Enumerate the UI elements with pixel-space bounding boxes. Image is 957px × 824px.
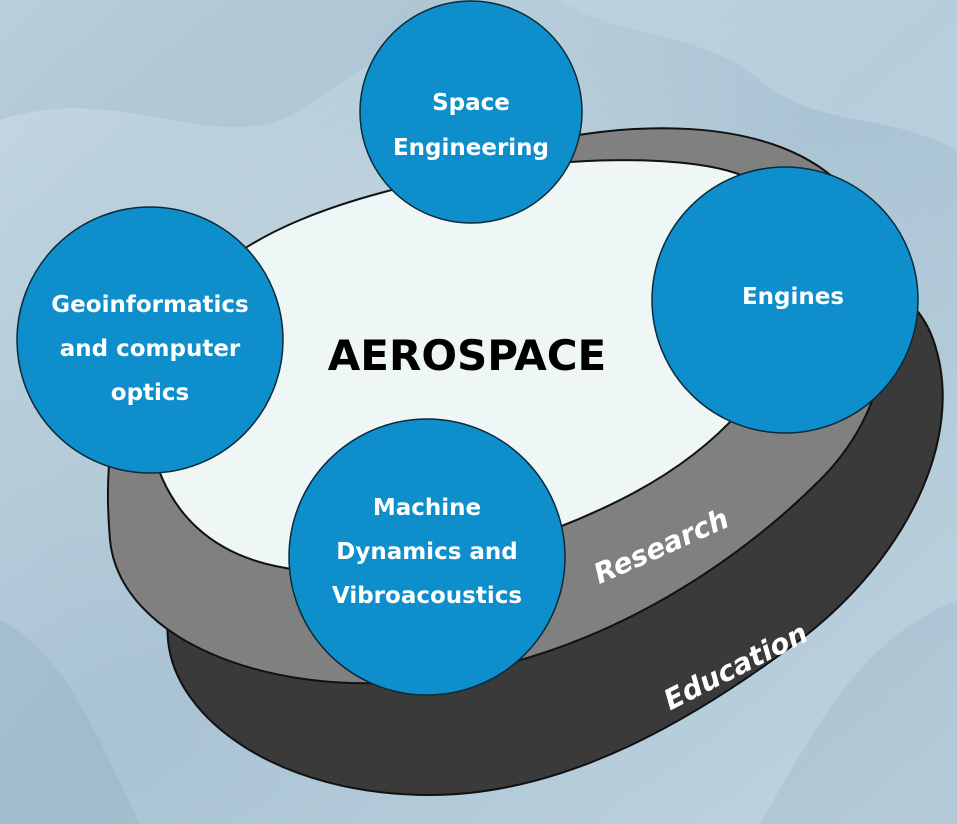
node-geoinformatics: Geoinformatics and computer optics [16, 206, 284, 474]
center-label: AEROSPACE [328, 331, 606, 380]
node-space-engineering-line-1: Space [432, 90, 510, 116]
node-geoinformatics-line-3: optics [111, 380, 189, 406]
node-geoinformatics-line-1: Geoinformatics [51, 292, 248, 318]
node-machine-dynamics-line-3: Vibroacoustics [332, 583, 522, 609]
node-space-engineering: Space Engineering [359, 0, 583, 224]
node-machine-dynamics-line-1: Machine [373, 495, 481, 521]
node-geoinformatics-line-2: and computer [60, 336, 241, 362]
node-machine-dynamics-line-2: Dynamics and [336, 539, 518, 565]
node-engines: Engines [651, 166, 919, 434]
node-engines-line-1: Engines [742, 284, 844, 310]
node-space-engineering-line-2: Engineering [393, 135, 549, 161]
node-machine-dynamics: Machine Dynamics and Vibroacoustics [288, 418, 566, 696]
